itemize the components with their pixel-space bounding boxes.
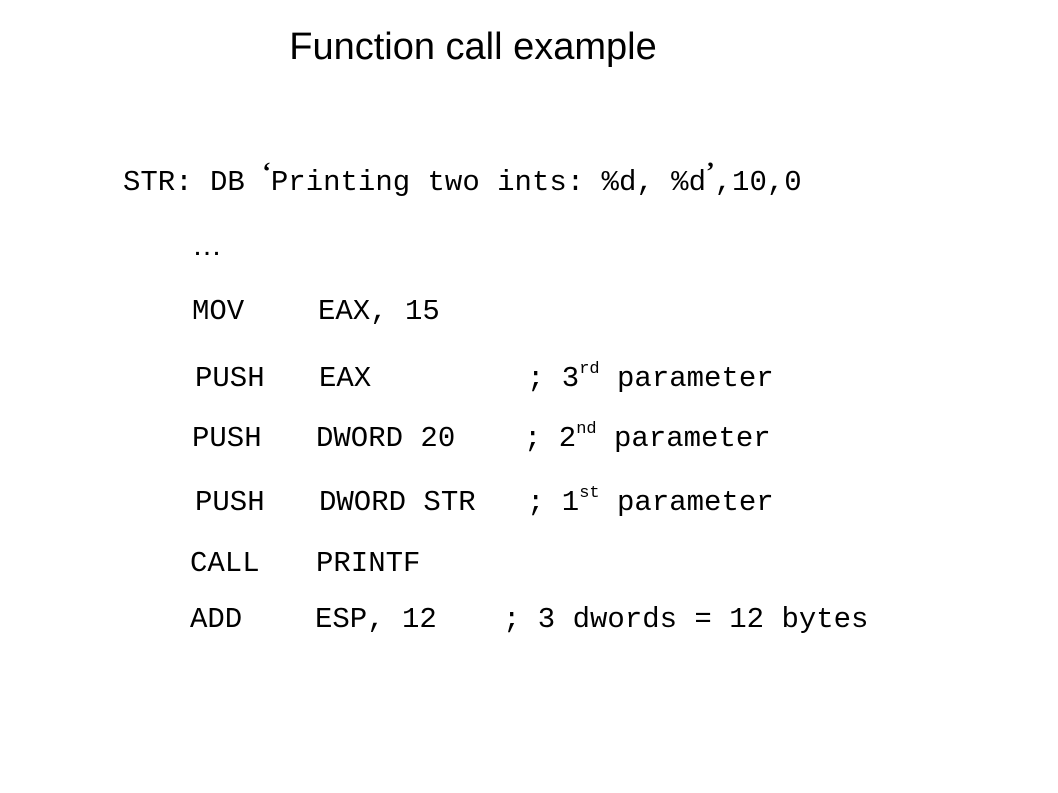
ellipsis: … (192, 229, 222, 262)
comment-suffix: parameter (599, 486, 774, 519)
str-declaration-line: STR: DB ‘Printing two ints: %d, %d’,10,0 (123, 157, 802, 203)
instruction-arg: EAX (319, 362, 372, 395)
instruction-arg: EAX, 15 (318, 295, 440, 328)
instruction-comment: ; 2nd parameter (524, 419, 771, 459)
instruction-comment: ; 1st parameter (527, 483, 774, 523)
ordinal-suffix: nd (576, 420, 597, 439)
comment-prefix: ; 2 (524, 422, 577, 455)
comment-prefix: ; 3 (527, 362, 580, 395)
instruction-arg: ESP, 12 (315, 603, 437, 636)
instruction-op: CALL (190, 547, 260, 580)
code-line-push-dword-str: PUSH DWORD STR ; 1st parameter (195, 483, 835, 523)
comment-suffix: parameter (596, 422, 771, 455)
code-line-add: ADD ESP, 12 ; 3 dwords = 12 bytes (190, 600, 950, 640)
instruction-arg: PRINTF (316, 547, 421, 580)
str-prefix: STR: DB (123, 166, 263, 199)
code-line-push-dword-20: PUSH DWORD 20 ; 2nd parameter (192, 419, 832, 459)
code-line-call: CALL PRINTF (190, 544, 490, 584)
close-quote: ’ (705, 157, 715, 186)
ordinal-suffix: rd (579, 360, 600, 379)
instruction-comment: ; 3rd parameter (527, 359, 774, 399)
instruction-op: PUSH (195, 362, 265, 395)
instruction-op: ADD (190, 603, 243, 636)
instruction-op: MOV (192, 295, 245, 328)
open-quote: ‘ (262, 157, 271, 186)
slide-title: Function call example (289, 26, 657, 68)
comment-prefix: ; 1 (527, 486, 580, 519)
instruction-op: PUSH (192, 422, 262, 455)
str-suffix: ,10,0 (714, 166, 802, 199)
code-line-push-eax: PUSH EAX ; 3rd parameter (195, 359, 835, 399)
comment-suffix: parameter (599, 362, 774, 395)
ordinal-suffix: st (579, 484, 600, 503)
code-line-mov: MOV EAX, 15 (192, 292, 492, 332)
format-string: Printing two ints: %d, %d (270, 166, 706, 199)
instruction-comment: ; 3 dwords = 12 bytes (503, 603, 869, 636)
instruction-arg: DWORD 20 (316, 422, 456, 455)
instruction-op: PUSH (195, 486, 265, 519)
instruction-arg: DWORD STR (319, 486, 476, 519)
